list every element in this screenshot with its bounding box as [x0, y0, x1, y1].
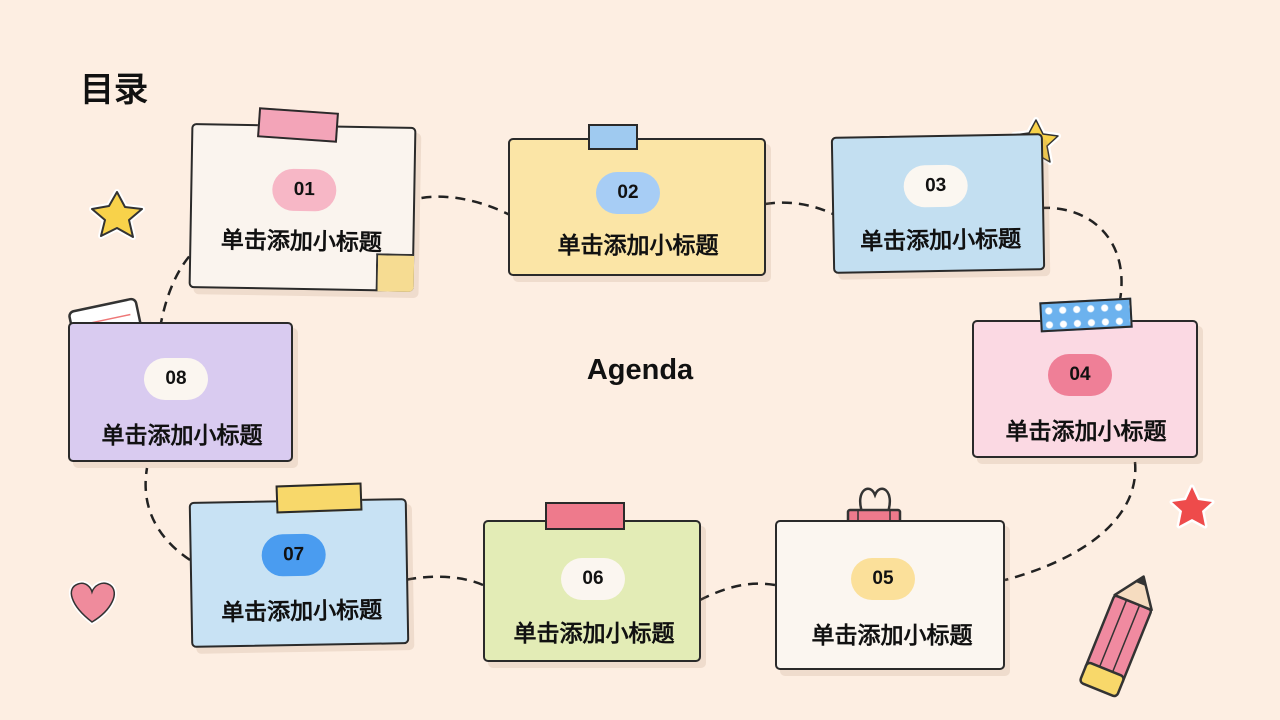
agenda-card-01[interactable]: 01 单击添加小标题 [188, 123, 417, 292]
number-badge: 08 [144, 358, 208, 400]
agenda-card-05[interactable]: 05 单击添加小标题 [775, 520, 1005, 670]
star-icon [89, 189, 145, 240]
item-label: 单击添加小标题 [220, 597, 383, 627]
washi-tape [257, 107, 339, 143]
agenda-card-04[interactable]: 04 单击添加小标题 [972, 320, 1198, 458]
washi-tape [275, 482, 363, 514]
dashed-path [144, 195, 1137, 602]
number-badge: 04 [1048, 354, 1112, 396]
star-icon [1169, 484, 1215, 529]
pencil-icon [1079, 575, 1153, 698]
washi-tape [588, 124, 638, 150]
number-badge: 03 [903, 164, 969, 208]
heart-icon [68, 580, 117, 626]
agenda-card-08[interactable]: 08 单击添加小标题 [68, 322, 293, 462]
item-label: 单击添加小标题 [220, 227, 383, 257]
page-subtitle: Agenda [586, 354, 694, 386]
item-label: 单击添加小标题 [859, 226, 1022, 256]
item-label: 单击添加小标题 [557, 233, 719, 259]
washi-tape [1039, 297, 1133, 333]
folded-corner [375, 253, 415, 292]
washi-tape [545, 502, 625, 530]
number-badge: 05 [851, 558, 915, 600]
page-title: 目录 [80, 70, 148, 110]
item-label: 单击添加小标题 [101, 423, 263, 449]
item-label: 单击添加小标题 [513, 621, 675, 647]
agenda-card-06[interactable]: 06 单击添加小标题 [483, 520, 701, 662]
agenda-card-07[interactable]: 07 单击添加小标题 [188, 498, 410, 648]
number-badge: 07 [261, 533, 327, 577]
agenda-card-03[interactable]: 03 单击添加小标题 [830, 133, 1046, 274]
item-label: 单击添加小标题 [811, 623, 973, 649]
number-badge: 01 [271, 168, 337, 212]
number-badge: 06 [561, 558, 625, 600]
number-badge: 02 [596, 172, 660, 214]
agenda-card-02[interactable]: 02 单击添加小标题 [508, 138, 766, 276]
item-label: 单击添加小标题 [1005, 419, 1167, 445]
